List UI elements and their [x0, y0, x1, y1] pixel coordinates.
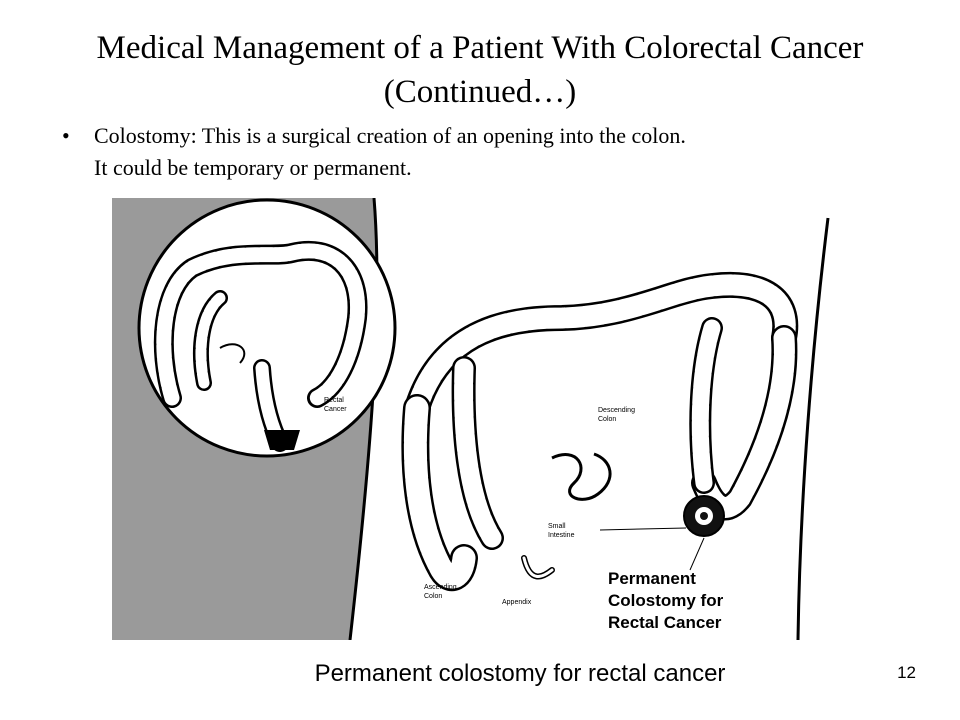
inset-label-rectal: Rectal — [324, 397, 344, 404]
label-descending: Descending — [598, 407, 635, 414]
label-ascending: Ascending — [424, 584, 457, 591]
label-appendix: Appendix — [502, 599, 532, 606]
label-ascending-colon: Colon — [424, 593, 442, 600]
bullet-marker: • — [62, 123, 70, 148]
slide-title: Medical Management of a Patient With Col… — [96, 30, 864, 110]
bullet-item: • Colostomy: This is a surgical creation… — [62, 120, 922, 184]
bullet-list: • Colostomy: This is a surgical creation… — [62, 120, 922, 184]
figure-caption: Permanent colostomy for rectal cancer — [314, 660, 726, 687]
body-outline-right — [796, 217, 830, 640]
permanent-colostomy-label: Permanent Colostomy for Rectal Cancer — [608, 569, 724, 632]
inset-rectal-tumor — [264, 430, 300, 450]
label-intestine: Intestine — [548, 532, 575, 539]
label-descending-colon: Colon — [598, 416, 616, 423]
label-small: Small — [548, 523, 566, 530]
small-intestine — [551, 452, 612, 501]
inset-colon — [153, 240, 368, 452]
bullet-text: Colostomy: This is a surgical creation o… — [94, 123, 686, 180]
slide-number: 12 — [897, 663, 916, 682]
colostomy-illustration: Rectal Cancer Descending Colon Small Int… — [112, 198, 830, 640]
inset-label-cancer: Cancer — [324, 406, 347, 413]
